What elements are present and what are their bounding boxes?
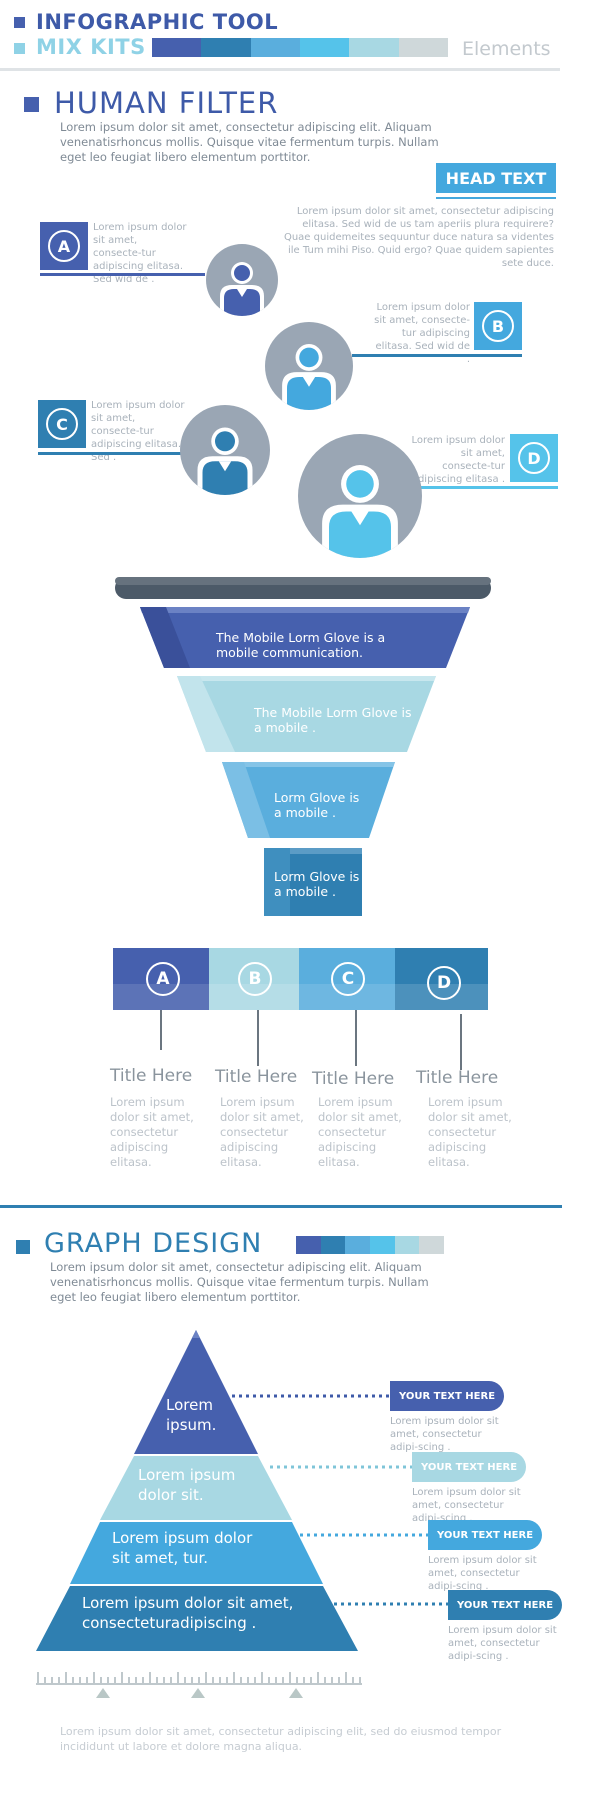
graph-design-title: GRAPH DESIGN: [44, 1228, 263, 1259]
graph-design-intro: Lorem ipsum dolor sit amet, consectetur …: [50, 1260, 429, 1304]
funnel-level-1-text: The Mobile Lorm Glove is a mobile commun…: [216, 630, 386, 660]
pyramid-note-4: Lorem ipsum dolor sit amet, consectetur …: [448, 1625, 557, 1662]
funnel-level-2: [177, 676, 436, 752]
funnel-level-2-text: The Mobile Lorm Glove is a mobile .: [254, 705, 412, 735]
person-a-text: Lorem ipsum dolor sit amet, consecte-tur…: [93, 222, 187, 285]
pyramid-level-3: [70, 1522, 323, 1584]
pyramid-level-2: [100, 1456, 292, 1520]
head-text-underline: [436, 197, 556, 199]
pyramid-level-2-text: Lorem ipsum dolor sit.: [138, 1466, 236, 1504]
pyramid-level-4: [36, 1586, 358, 1651]
option-d-title: Title Here: [416, 1068, 499, 1088]
pyramid-label-2: YOUR TEXT HERE: [412, 1452, 526, 1482]
option-a-title: Title Here: [110, 1066, 193, 1086]
option-c-letter: C: [331, 962, 365, 996]
pyramid-level-3-text: Lorem ipsum dolor sit amet, tur.: [112, 1529, 253, 1567]
option-a-letter: A: [146, 962, 180, 996]
person-d-text: Lorem ipsum dolor sit amet, consecte-tur…: [411, 435, 505, 485]
pyramid-note-3: Lorem ipsum dolor sit amet, consectetur …: [428, 1555, 537, 1592]
person-c-letter: C: [46, 408, 78, 440]
header-divider: [0, 68, 560, 71]
person-c-avatar: [180, 405, 270, 495]
head-text-paragraph: Lorem ipsum dolor sit amet, consectetur …: [283, 206, 554, 269]
person-d-connector: [420, 486, 558, 489]
header-title-mix-kits: MIX KITS: [36, 35, 146, 59]
option-b-text: Lorem ipsum dolor sit amet, consectetur …: [220, 1095, 304, 1169]
person-a-avatar: [206, 244, 278, 316]
person-a-connector: [40, 273, 205, 276]
person-c-text: Lorem ipsum dolor sit amet, consecte-tur…: [91, 400, 185, 463]
header-title-infographic-tool: INFOGRAPHIC TOOL: [36, 10, 279, 34]
pyramid-note-2: Lorem ipsum dolor sit amet, consectetur …: [412, 1487, 521, 1524]
human-filter-intro: Lorem ipsum dolor sit amet, consectetur …: [60, 120, 439, 164]
pyramid-level-4-text: Lorem ipsum dolor sit amet, consectetura…: [82, 1594, 294, 1632]
ruler-marker-2: [191, 1688, 205, 1698]
person-d-letter: D: [518, 442, 550, 474]
person-c-connector: [38, 452, 183, 455]
person-b-avatar: [265, 322, 353, 410]
pyramid-level-1-text: Lorem ipsum.: [166, 1396, 217, 1434]
header-square-1: [14, 17, 25, 28]
person-b-letter: B: [482, 310, 514, 342]
pyramid-label-4: YOUR TEXT HERE: [448, 1590, 562, 1620]
graph-design-divider: [0, 1205, 562, 1208]
pyramid-note-1: Lorem ipsum dolor sit amet, consectetur …: [390, 1416, 499, 1453]
person-b-text: Lorem ipsum dolor sit amet, consecte-tur…: [374, 302, 470, 365]
ruler-ticks: [37, 1672, 361, 1684]
pyramid-label-1: YOUR TEXT HERE: [390, 1381, 504, 1411]
funnel-level-3-text: Lorm Glove is a mobile .: [274, 790, 360, 820]
option-c-text: Lorem ipsum dolor sit amet, consectetur …: [318, 1095, 402, 1169]
funnel-level-1: [140, 607, 470, 668]
pyramid-graphic: [36, 1330, 448, 1698]
option-d-letter: D: [427, 966, 461, 1000]
funnel-level-4-text: Lorm Glove is a mobile .: [274, 869, 360, 899]
header-color-palette: [152, 38, 448, 57]
ruler-marker-3: [289, 1688, 303, 1698]
header-square-2: [14, 43, 25, 54]
funnel-level-3: [222, 762, 395, 838]
option-d-text: Lorem ipsum dolor sit amet, consectetur …: [428, 1095, 512, 1169]
graph-design-square: [16, 1240, 30, 1254]
person-d-avatar: [298, 434, 422, 558]
footer-text: Lorem ipsum dolor sit amet, consectetur …: [60, 1725, 502, 1753]
human-filter-title: HUMAN FILTER: [54, 86, 279, 120]
ruler-marker-1: [96, 1688, 110, 1698]
option-a-block: [113, 948, 209, 1010]
option-c-title: Title Here: [312, 1069, 395, 1089]
header-elements-label: Elements: [462, 38, 551, 60]
funnel-graphic: [115, 577, 491, 916]
person-a-letter: A: [48, 230, 80, 262]
graph-design-palette: [296, 1236, 445, 1254]
option-b-letter: B: [238, 962, 272, 996]
option-a-text: Lorem ipsum dolor sit amet, consectetur …: [110, 1095, 194, 1169]
option-b-stem: [257, 1010, 259, 1066]
option-b-title: Title Here: [215, 1067, 298, 1087]
pyramid-level-1: [134, 1330, 258, 1454]
option-c-stem: [355, 1010, 357, 1066]
person-b-connector: [352, 354, 522, 357]
pyramid-label-3: YOUR TEXT HERE: [428, 1520, 542, 1550]
head-text-tag: HEAD TEXT: [436, 163, 556, 193]
human-filter-square: [24, 97, 39, 112]
option-a-stem: [160, 1010, 162, 1050]
option-d-stem: [460, 1014, 462, 1070]
